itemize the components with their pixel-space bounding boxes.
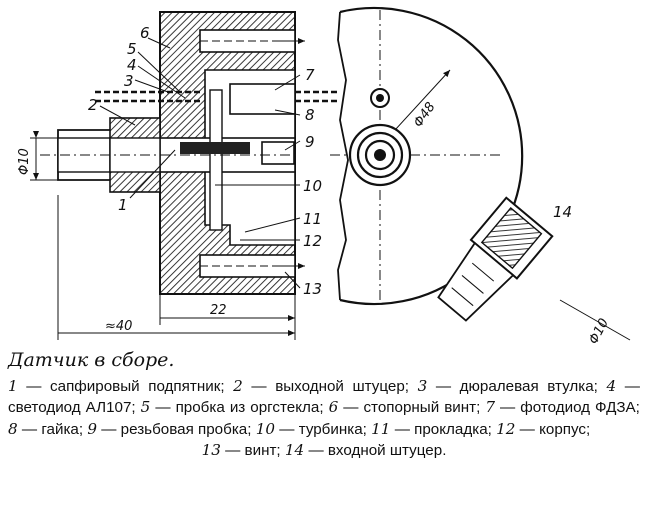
caption-legend: 1 — сапфировый подпятник; 2 — выходной ш… (8, 376, 640, 462)
legend-item-13: 13 — винт; (201, 441, 281, 460)
legend-item-7: 7 — фотодиод ФДЗА; (485, 398, 640, 417)
callout-1: 1 (118, 196, 128, 214)
callout-3: 3 (124, 72, 134, 90)
callout-6: 6 (140, 24, 150, 42)
dim-d10-left: Φ10 (17, 148, 32, 175)
legend-item-9: 9 — резьбовая пробка; (87, 419, 252, 438)
dim-length-40: ≈40 (105, 319, 132, 334)
legend-item-10: 10 — турбинка; (255, 419, 367, 438)
section-view (40, 11, 345, 295)
callout-14: 14 (553, 203, 572, 221)
callout-leaders (99, 37, 301, 289)
dim-length-22: 22 (210, 303, 227, 318)
callout-4: 4 (127, 56, 137, 74)
legend-item-3: 3 — дюралевая втулка; (417, 377, 598, 395)
callout-10: 10 (303, 177, 322, 195)
front-view (330, 6, 631, 341)
callout-13: 13 (303, 280, 322, 298)
dim-d10-right: Φ10 (586, 316, 612, 347)
dimension-lines (30, 131, 296, 340)
callout-12: 12 (303, 232, 322, 250)
callout-8: 8 (305, 106, 315, 124)
callout-11: 11 (303, 210, 322, 228)
caption-title: Датчик в сборе. (8, 349, 175, 371)
legend-item-1: 1 — сапфировый подпятник; (8, 377, 225, 395)
legend-item-4: 4 — светодиод АЛ107; (8, 377, 640, 417)
callout-7: 7 (305, 66, 315, 84)
callout-2: 2 (88, 96, 98, 114)
legend-item-12: 12 — корпус; (496, 419, 591, 438)
legend-last-line: 13 — винт; 14 — входной штуцер. (8, 440, 640, 461)
callout-5: 5 (127, 40, 137, 58)
legend-item-5: 5 — пробка из оргстекла; (140, 398, 324, 417)
legend-item-6: 6 — стопорный винт; (328, 398, 481, 417)
legend-item-11: 11 — прокладка; (371, 419, 492, 438)
legend-item-8: 8 — гайка; (8, 419, 84, 438)
sensor-assembly-drawing: 6 5 4 3 2 1 7 8 9 10 11 12 13 14 Φ10 Φ48… (17, 6, 631, 347)
callout-9: 9 (305, 133, 315, 151)
legend-item-2: 2 — выходной штуцер; (233, 377, 410, 395)
legend-item-14: 14 — входной штуцер. (284, 441, 447, 460)
